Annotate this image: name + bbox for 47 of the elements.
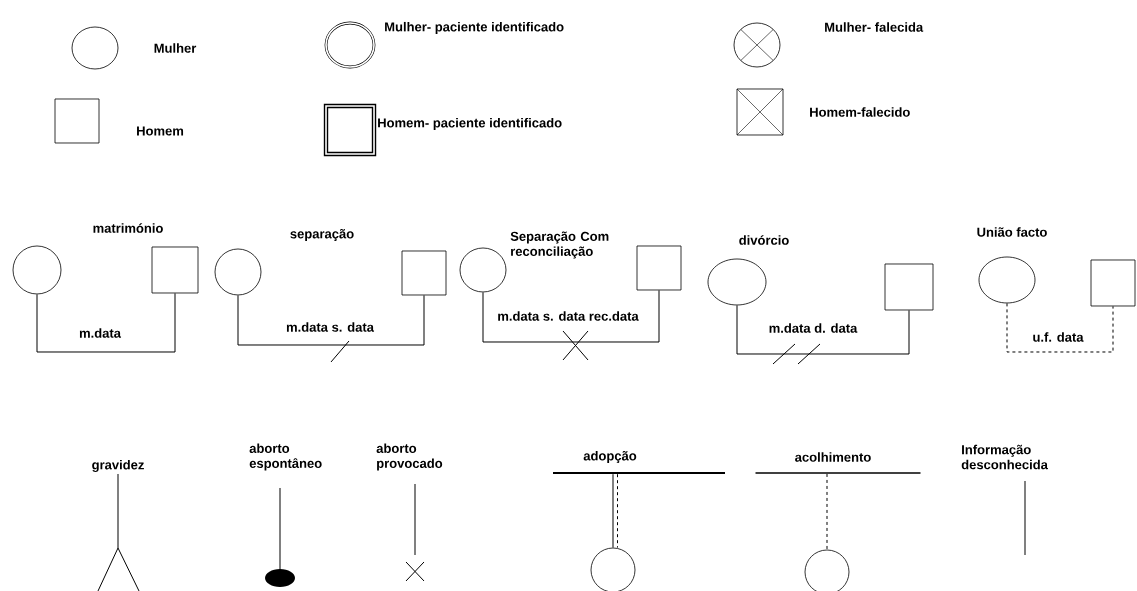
connector xyxy=(482,289,660,343)
node-label: acolhimento xyxy=(795,452,871,462)
caption-text: aborto espontâneo xyxy=(249,443,322,471)
caption-text: Informação desconhecida xyxy=(961,444,1048,470)
node-label: Homem- paciente identificado xyxy=(378,117,562,131)
deceased-circle-symbol xyxy=(733,22,781,68)
circle-symbol xyxy=(71,26,119,70)
caption-text: União facto xyxy=(977,227,1047,237)
square-symbol xyxy=(151,246,199,294)
date-label: m.data xyxy=(78,327,122,339)
date-label: u.f. data xyxy=(1031,331,1085,343)
node-label: adopção xyxy=(583,450,637,464)
connector xyxy=(736,304,910,355)
date-label: m.data s. data xyxy=(285,321,375,333)
square-symbol xyxy=(401,250,447,296)
circle-symbol xyxy=(324,21,376,69)
horizontal-line xyxy=(553,472,725,474)
caption-text: Separação Com reconciliação xyxy=(510,231,609,259)
square-symbol xyxy=(54,98,100,144)
connector xyxy=(237,294,425,346)
deceased-square-symbol xyxy=(736,88,784,136)
connector xyxy=(36,292,176,353)
connector xyxy=(826,473,828,551)
node-label: Homem-falecido xyxy=(810,107,910,117)
connector xyxy=(612,473,618,549)
circle-symbol xyxy=(707,258,767,306)
caption-text: gravidez xyxy=(92,459,144,473)
circle-symbol xyxy=(12,245,62,295)
square-symbol xyxy=(1090,259,1136,307)
caption-text: separação xyxy=(290,228,354,242)
circle-symbol xyxy=(978,256,1036,304)
node-label: Homem xyxy=(137,126,184,136)
node-label: Mulher- falecida xyxy=(825,22,924,32)
square-symbol xyxy=(636,245,682,291)
date-label: m.data s. data rec.data xyxy=(496,310,640,322)
caption-text: divórcio xyxy=(739,235,789,245)
node-label: Mulher xyxy=(154,43,197,53)
square-symbol xyxy=(884,263,934,311)
horizontal-line xyxy=(755,472,921,474)
circle-symbol xyxy=(459,247,507,293)
square-symbol xyxy=(323,103,377,157)
circle-symbol xyxy=(214,248,262,296)
connector xyxy=(1006,302,1114,353)
node-label: Mulher- paciente identificado xyxy=(385,21,564,35)
date-label: m.data d. data xyxy=(767,322,859,334)
caption-text: matrimónio xyxy=(93,223,163,233)
caption-text: aborto provocado xyxy=(376,443,443,471)
